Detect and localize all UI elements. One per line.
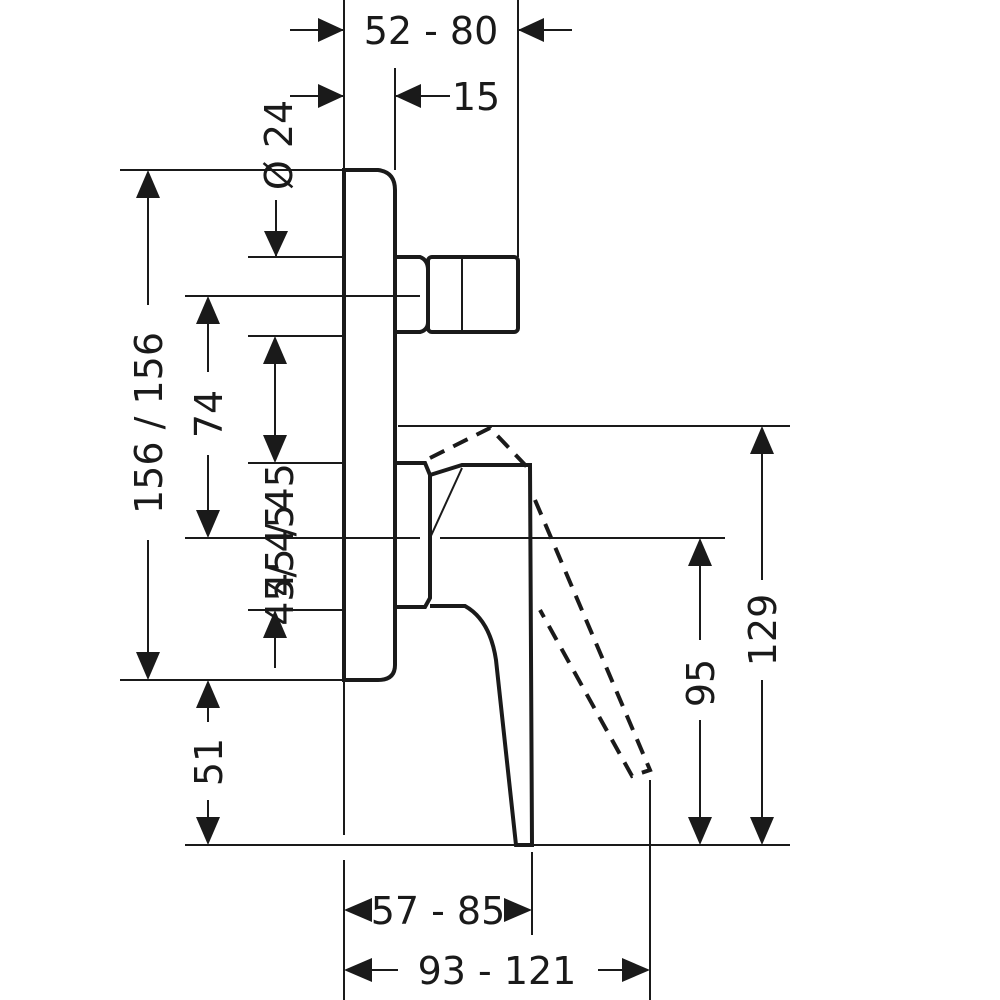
label-spout-tip-height: 95 (679, 659, 723, 707)
dimension-lever-height (750, 426, 774, 845)
label-upper-offset: 74 (187, 390, 231, 438)
label-lever-projection: 93 - 121 (418, 949, 577, 993)
label-upper-spacing: 45 / 45 (258, 463, 302, 597)
diverter-neck (397, 255, 430, 334)
dimension-upper-offset (196, 296, 220, 538)
dimension-handle-depth (290, 84, 450, 108)
label-diameter: Ø 24 (257, 100, 301, 190)
label-lower-spacing: 45/ 45 (258, 504, 302, 626)
dimension-bottom-offset (196, 680, 220, 845)
label-total-height: 156 / 156 (127, 332, 171, 514)
label-spout-projection: 57 - 85 (371, 889, 506, 933)
label-bottom-offset: 51 (187, 738, 231, 786)
dimension-spout-tip-height (688, 538, 712, 845)
label-top-projection: 52 - 80 (364, 9, 499, 53)
cartridge-body (397, 461, 432, 609)
label-handle-depth: 15 (452, 75, 500, 119)
label-lever-height: 129 (741, 594, 785, 667)
dimension-diameter (264, 200, 288, 257)
extension-lines (120, 0, 790, 1000)
dimension-spout-projection (344, 898, 532, 922)
lever-closed (429, 463, 535, 847)
dimension-total-height (136, 170, 160, 680)
diverter-knob (426, 255, 520, 334)
dimension-top (290, 18, 572, 42)
lever-open-dashed (429, 425, 653, 779)
lever-inner-edge (429, 467, 463, 539)
dimension-lever-projection (344, 958, 650, 982)
wall-plate (342, 168, 397, 682)
dimension-upper-spacing (263, 336, 287, 463)
dimension-lower-spacing (263, 610, 287, 668)
mixer-body (342, 168, 653, 847)
